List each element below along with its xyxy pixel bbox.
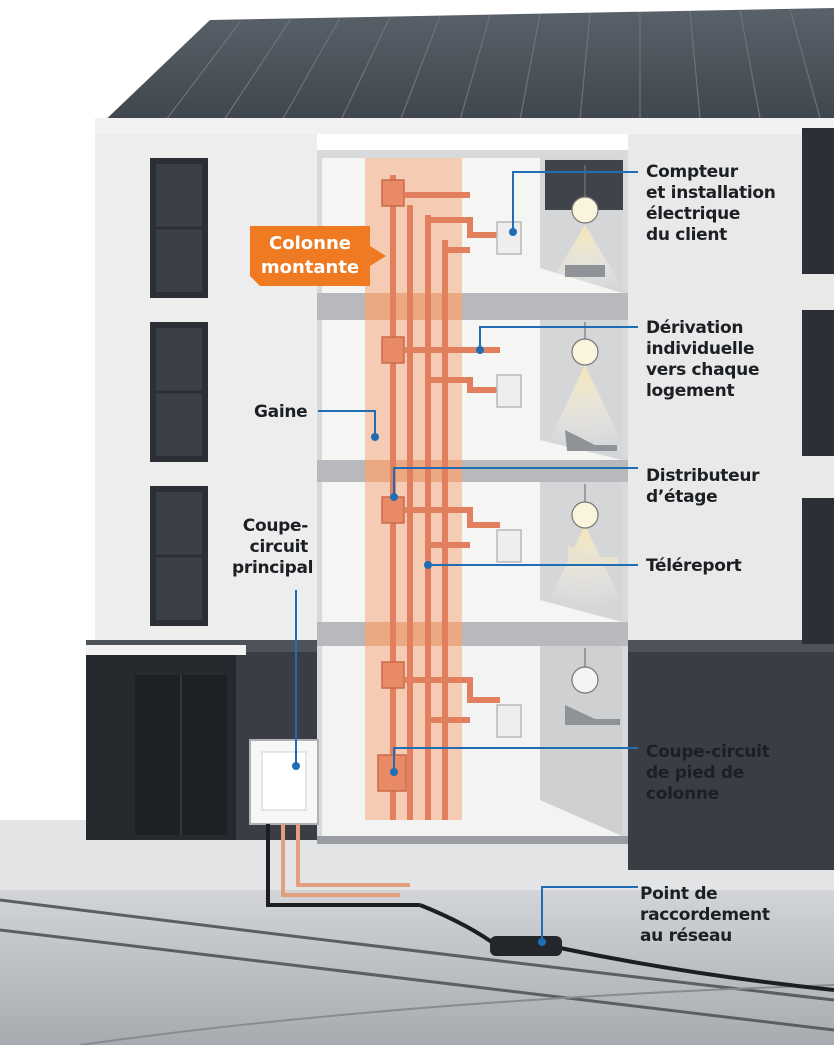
colonne-montante-tag-shape	[250, 226, 370, 286]
label-telereport: Téléreport	[646, 556, 742, 577]
label-line: électrique	[646, 204, 741, 224]
label-line: principal	[232, 558, 314, 578]
label-pied-de-colonne: Coupe-circuit de pied de colonne	[646, 742, 770, 805]
label-line: et installation	[646, 183, 776, 203]
label-line: au réseau	[640, 926, 732, 946]
label-line: vers chaque	[646, 360, 760, 380]
ceiling-lights	[540, 165, 630, 694]
label-line: individuelle	[646, 339, 755, 359]
label-line: Distributeur	[646, 466, 760, 486]
label-line: Coupe-circuit	[646, 742, 770, 762]
label-line: logement	[646, 381, 735, 401]
colonne-montante-tag: Colonne montante	[250, 226, 370, 288]
meter-boxes	[496, 221, 522, 738]
label-coupe-circuit-principal: Coupe- circuit principal	[232, 516, 314, 579]
label-line: Coupe-	[242, 516, 309, 536]
callout-dots	[292, 228, 546, 946]
network-junction	[490, 936, 562, 956]
label-line: Gaine	[254, 402, 308, 422]
label-line: circuit	[249, 537, 309, 557]
label-line: colonne	[646, 784, 719, 804]
tag-line-1: Colonne	[269, 233, 351, 254]
label-line: Compteur	[646, 162, 738, 182]
label-line: d’étage	[646, 487, 718, 507]
label-compteur: Compteur et installation électrique du c…	[646, 162, 776, 246]
lounge-chairs	[565, 265, 620, 725]
label-line: raccordement	[640, 905, 770, 925]
ground-floor-facade-right	[628, 640, 834, 870]
label-line: du client	[646, 225, 727, 245]
branch-pipes	[405, 192, 500, 723]
entrance	[86, 645, 246, 840]
label-distributeur: Distributeur d’étage	[646, 466, 760, 508]
windows-right	[802, 128, 834, 644]
tag-line-2: montante	[260, 257, 360, 278]
callout-lines	[295, 171, 638, 942]
label-gaine: Gaine	[254, 402, 308, 423]
label-line: de pied de	[646, 763, 744, 783]
label-derivation: Dérivation individuelle vers chaque loge…	[646, 318, 759, 402]
label-line: Téléreport	[646, 556, 742, 576]
label-raccordement: Point de raccordement au réseau	[640, 884, 770, 947]
roof	[95, 8, 834, 130]
roof-gutter	[95, 118, 834, 134]
road-lines	[0, 898, 834, 1045]
windows-left	[150, 158, 208, 626]
label-line: Dérivation	[646, 318, 744, 338]
label-line: Point de	[640, 884, 718, 904]
facade-right	[628, 134, 834, 644]
floor-distributors	[377, 179, 407, 792]
